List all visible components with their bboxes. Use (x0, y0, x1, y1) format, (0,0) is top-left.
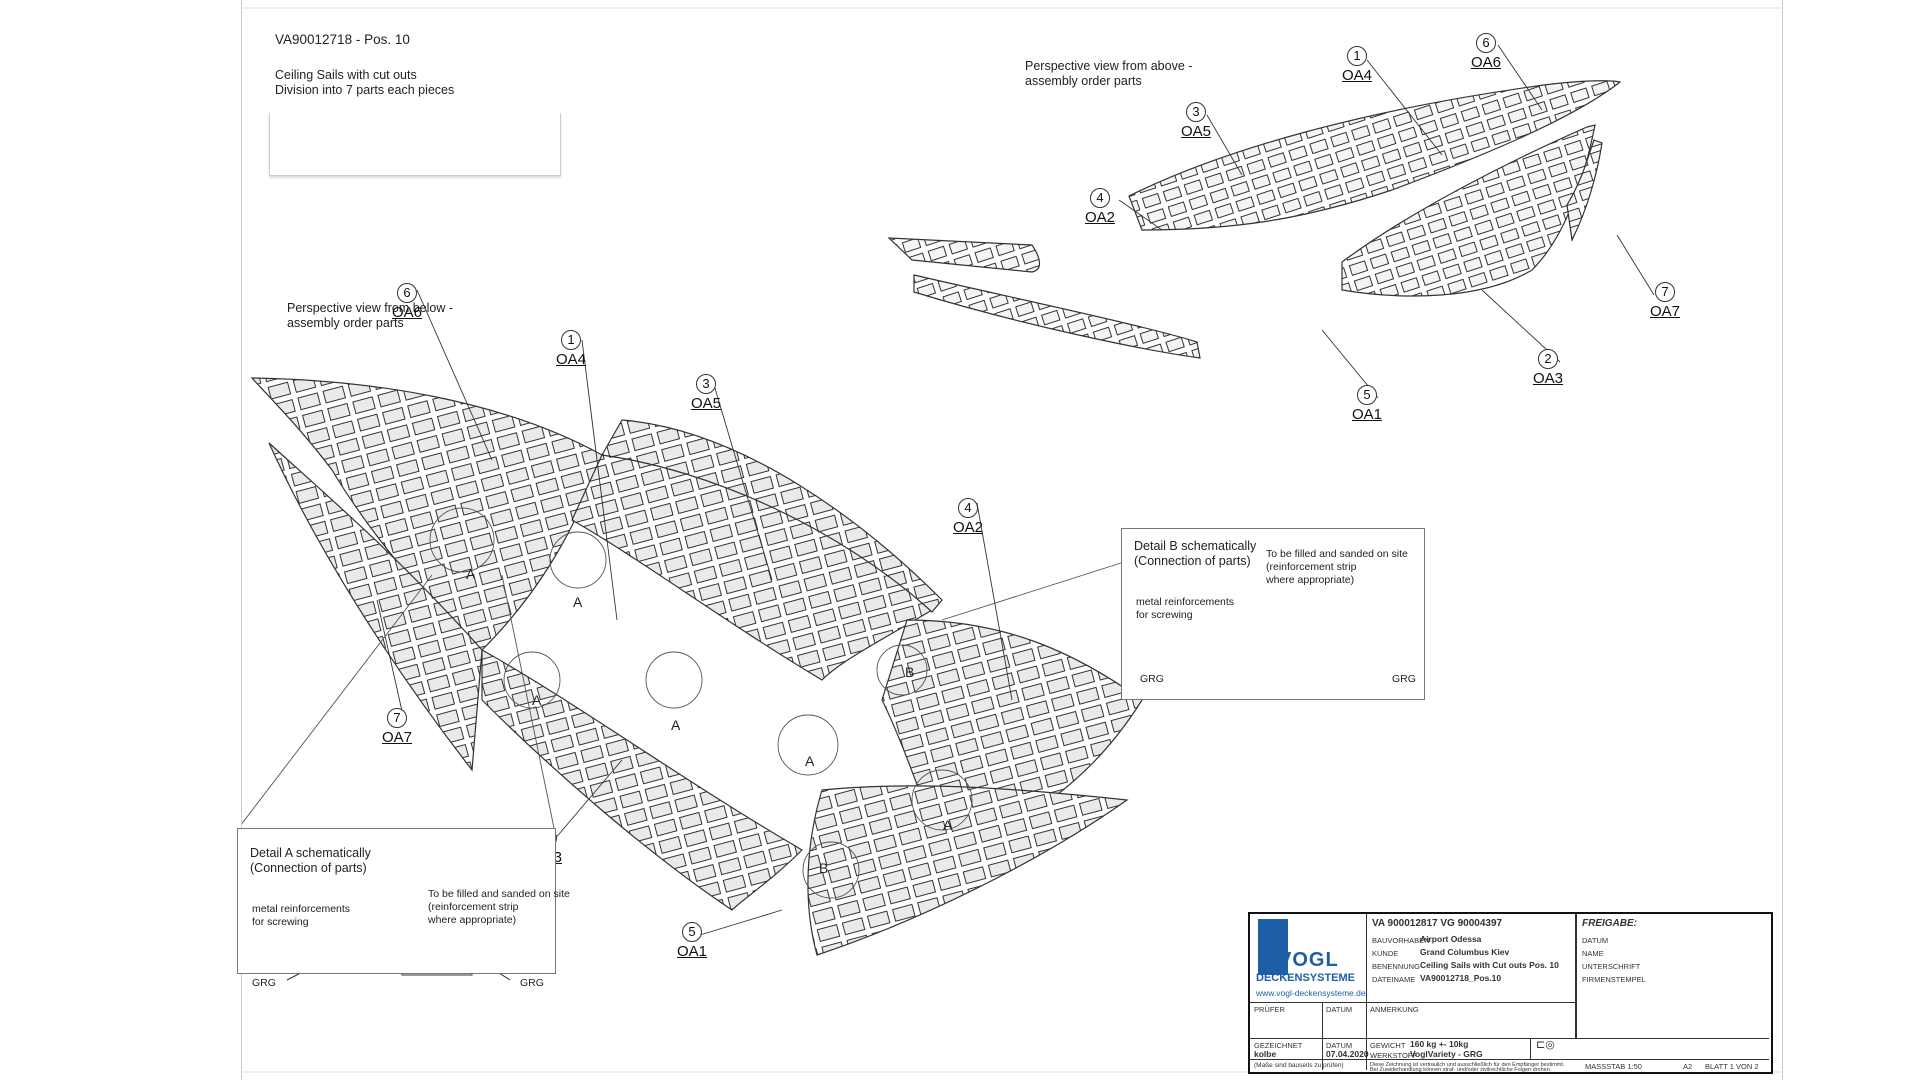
tb-werkstoff-label: WERKSTOFF (1370, 1051, 1417, 1060)
logo-sub: DECKENSYSTEME (1256, 972, 1356, 984)
detail-b-grg-right: GRG (1392, 673, 1416, 685)
mark-a: A (466, 566, 476, 582)
tb-datum2-label: DATUM (1326, 1005, 1353, 1014)
detail-b-title-2: (Connection of parts) (1134, 554, 1251, 568)
logo-url: www.vogl-deckensysteme.de (1256, 988, 1366, 998)
mark-a: A (805, 753, 815, 769)
tb-werkstoff: VoglVariety - GRG (1410, 1049, 1483, 1059)
logo-mark-icon (1258, 919, 1288, 975)
below-view-label-2: assembly order parts (287, 316, 404, 330)
detail-a-fill-3: where appropriate) (428, 914, 517, 926)
detail-b-box (1121, 528, 1425, 700)
tb-unterschrift-label: UNTERSCHRIFT (1582, 962, 1641, 971)
detail-b-title-1: Detail B schematically (1134, 539, 1257, 553)
tb-datum3: 07.04.2020 (1326, 1049, 1369, 1059)
detail-b-reinf-1: metal reinforcements (1136, 596, 1235, 608)
detail-a-title-2: (Connection of parts) (250, 861, 367, 875)
detail-a-title-1: Detail A schematically (250, 846, 371, 860)
note-box (269, 113, 561, 176)
tb-name-label: NAME (1582, 949, 1604, 958)
tb-blatt: BLATT 1 VON 2 (1705, 1062, 1759, 1071)
detail-a-box (237, 828, 556, 974)
logo-brand: VOGL (1278, 949, 1339, 971)
tb-pruefer-label: PRÜFER (1254, 1005, 1285, 1014)
mark-b: B (905, 664, 915, 680)
tb-format: A2 (1683, 1062, 1693, 1071)
tb-legal-1: Diese Zeichnung ist vertraulich und auss… (1370, 1062, 1565, 1068)
mark-a: A (943, 817, 953, 833)
tb-anmerkung-label: ANMERKUNG (1370, 1005, 1419, 1014)
tb-dateiname: VA90012718_Pos.10 (1420, 973, 1502, 983)
title-block: VOGL DECKENSYSTEME www.vogl-deckensystem… (1248, 912, 1773, 1074)
description-line-1: Ceiling Sails with cut outs (275, 68, 417, 82)
above-view-label-2: assembly order parts (1025, 74, 1142, 88)
vogl-logo: VOGL DECKENSYSTEME www.vogl-deckensystem… (1252, 916, 1366, 1002)
detail-b-fill-2: (reinforcement strip (1266, 561, 1357, 573)
drawing-id: VA90012718 - Pos. 10 (275, 32, 410, 47)
tb-datum3-label: DATUM (1326, 1041, 1353, 1050)
assembly-drawing (242, 7, 1782, 1073)
tb-massstab: MASSSTAB 1:50 (1585, 1062, 1642, 1071)
drawing-sheet: VA90012718 - Pos. 10 Ceiling Sails with … (237, 0, 1783, 1080)
tb-numbers: VA 900012817 VG 90004397 (1372, 918, 1503, 929)
above-view-label-1: Perspective view from above - (1025, 59, 1193, 73)
tb-firmenstempel-label: FIRMENSTEMPEL (1582, 975, 1646, 984)
tb-bauvorhaben: Airport Odessa (1420, 934, 1482, 944)
tb-benennung-label: BENENNUNG (1372, 962, 1420, 971)
detail-b-fill-1: To be filled and sanded on site (1266, 548, 1408, 560)
tb-datum-label: DATUM (1582, 936, 1609, 945)
mark-a: A (671, 717, 681, 733)
tb-freigabe: FREIGABE: (1582, 918, 1637, 929)
tb-kunde-label: KUNDE (1372, 949, 1399, 958)
detail-a-grg-right: GRG (520, 977, 544, 989)
mark-b: B (819, 860, 829, 876)
above-view (887, 80, 1622, 359)
tb-dateiname-label: DATEINAME (1372, 975, 1416, 984)
below-view-label-1: Perspective view from below - (287, 301, 454, 315)
tb-kunde: Grand Columbus Kiev (1420, 947, 1510, 957)
detail-b-reinf-2: for screwing (1136, 609, 1193, 621)
tb-gezeichnet-label: GEZEICHNET (1254, 1041, 1303, 1050)
tb-legal-2: Bei Zuwiderhandlung können straf- und/od… (1370, 1067, 1552, 1073)
detail-a-grg-left: GRG (252, 977, 276, 989)
tb-gewicht: 160 kg +- 10kg (1410, 1039, 1469, 1049)
mark-a: A (573, 594, 583, 610)
projection-symbol-icon: ⊏◎ (1536, 1039, 1555, 1051)
detail-a-reinf-2: for screwing (252, 916, 309, 928)
tb-gezeichnet: kolbe (1254, 1049, 1277, 1059)
tb-bauvorhaben-label: BAUVORHABEN (1372, 936, 1430, 945)
tb-footer-note: (Maße sind bauseits zu prüfen) (1254, 1062, 1344, 1069)
mark-a: A (532, 692, 542, 708)
tb-gewicht-label: GEWICHT (1370, 1041, 1406, 1050)
detail-a-reinf-1: metal reinforcements (252, 903, 351, 915)
detail-b-grg-left: GRG (1140, 673, 1164, 685)
below-view (250, 377, 1143, 956)
detail-b-fill-3: where appropriate) (1266, 574, 1355, 586)
description-line-2: Division into 7 parts each pieces (275, 83, 455, 97)
detail-a-fill-2: (reinforcement strip (428, 901, 519, 913)
detail-a-fill-1: To be filled and sanded on site (428, 888, 570, 900)
tb-benennung: Ceiling Sails with Cut outs Pos. 10 (1420, 960, 1559, 970)
